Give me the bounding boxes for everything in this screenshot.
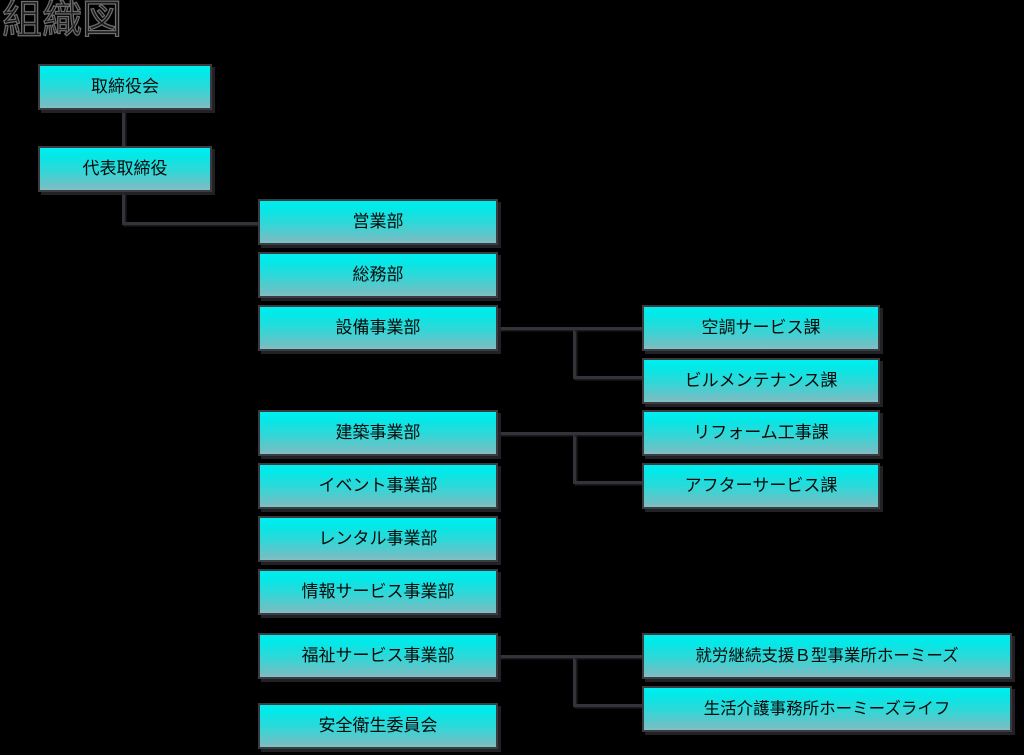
connector-welfare-to-homies-life: [573, 704, 645, 707]
node-ceo[interactable]: 代表取締役: [38, 146, 212, 192]
node-board[interactable]: 取締役会: [38, 64, 212, 110]
node-rental[interactable]: レンタル事業部: [258, 516, 498, 562]
node-homies-b-type[interactable]: 就労継続支援Ｂ型事業所ホーミーズ: [642, 633, 1012, 679]
node-hvac-service[interactable]: 空調サービス課: [642, 305, 880, 351]
connector-construction-vertical: [573, 432, 576, 484]
node-reform-works[interactable]: リフォーム工事課: [642, 410, 880, 456]
connector-welfare-stub: [496, 655, 576, 658]
connector-welfare-to-homies: [573, 655, 645, 658]
node-construction[interactable]: 建築事業部: [258, 410, 498, 456]
node-general-affairs[interactable]: 総務部: [258, 252, 498, 298]
connector-construction-to-reform: [573, 432, 645, 435]
connector-ceo-trunk-vertical: [122, 192, 125, 225]
node-sales[interactable]: 営業部: [258, 199, 498, 245]
node-homies-life[interactable]: 生活介護事務所ホーミーズライフ: [642, 686, 1012, 732]
connector-facilities-stub: [496, 327, 576, 330]
page-title: 組織図: [1, 0, 122, 43]
connector-facilities-to-building-maintenance: [573, 376, 645, 379]
connector-facilities-vertical: [573, 327, 576, 379]
connector-welfare-vertical: [573, 655, 576, 707]
node-event[interactable]: イベント事業部: [258, 463, 498, 509]
node-building-maintenance[interactable]: ビルメンテナンス課: [642, 358, 880, 404]
node-after-service[interactable]: アフターサービス課: [642, 463, 880, 509]
node-welfare-service[interactable]: 福祉サービス事業部: [258, 633, 498, 679]
connector-board-to-ceo: [122, 110, 125, 148]
connector-construction-to-after-service: [573, 481, 645, 484]
node-facilities[interactable]: 設備事業部: [258, 305, 498, 351]
connector-ceo-trunk-horizontal: [122, 222, 262, 225]
node-safety-committee[interactable]: 安全衛生委員会: [258, 703, 498, 749]
node-info-service[interactable]: 情報サービス事業部: [258, 569, 498, 615]
connector-facilities-to-hvac: [573, 327, 645, 330]
connector-construction-stub: [496, 432, 576, 435]
